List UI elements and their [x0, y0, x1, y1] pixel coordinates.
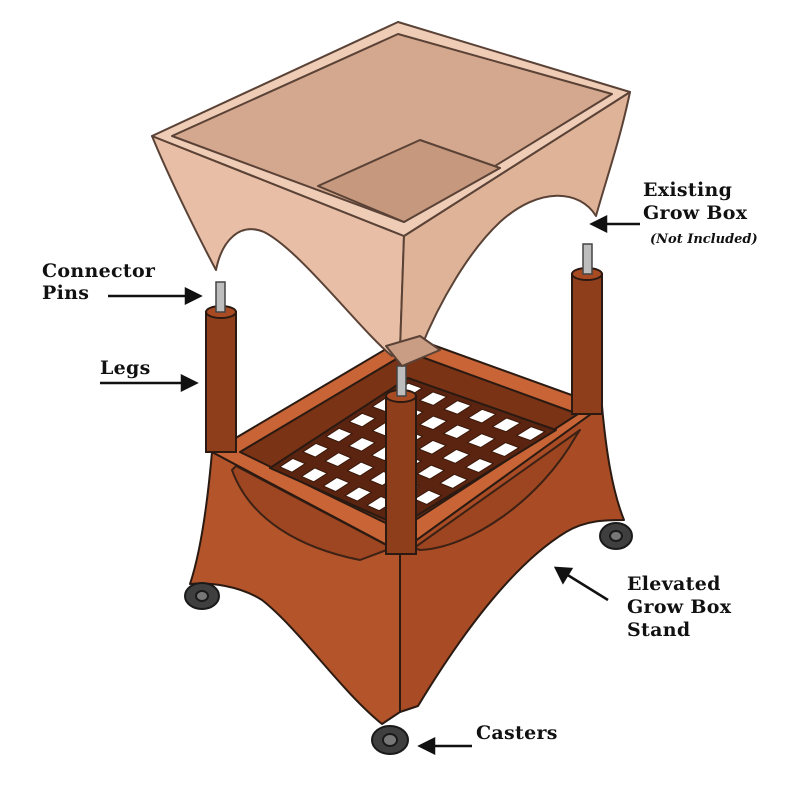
- arrow-connector-pins: [108, 286, 203, 306]
- lattice-hole: [324, 452, 353, 468]
- lattice-hole: [515, 426, 547, 442]
- arrow-existing-grow-box: [589, 214, 640, 234]
- lattice-hole: [464, 457, 495, 474]
- box-left-face: [151, 135, 405, 357]
- lattice-hole: [325, 427, 353, 443]
- lattice-hole: [301, 442, 330, 458]
- lattice-hole: [442, 424, 473, 440]
- casters: [184, 522, 633, 755]
- caster-right: [599, 522, 633, 550]
- label-casters: Casters: [476, 722, 558, 744]
- lattice-hole: [418, 415, 448, 431]
- arrow-casters: [417, 736, 472, 756]
- caster-front: [371, 725, 409, 755]
- lattice-hole: [300, 467, 329, 483]
- lattice-hole: [438, 473, 469, 489]
- box-interior: [171, 33, 613, 223]
- leg-front: [385, 365, 417, 555]
- box-floor: [317, 139, 501, 223]
- lattice-hole: [347, 436, 377, 452]
- label-connector-pins-line2: Pins: [42, 282, 90, 304]
- lattice-hole: [441, 448, 471, 464]
- label-elevated-line2: Grow Box: [627, 596, 732, 618]
- lattice-hole: [417, 439, 448, 455]
- legs: [205, 243, 603, 555]
- lattice-hole: [442, 400, 473, 415]
- caster-left: [184, 582, 220, 610]
- leg-back-right: [571, 243, 603, 415]
- label-existing-line1: Existing: [643, 179, 733, 201]
- stand-left-face: [189, 451, 401, 725]
- lattice-hole: [490, 442, 521, 458]
- lattice-hole: [467, 408, 497, 424]
- label-not-included: (Not Included): [650, 232, 758, 247]
- lattice-hole: [348, 412, 377, 428]
- lattice-hole: [278, 457, 307, 473]
- label-connector-pins-line1: Connector: [42, 260, 156, 282]
- box-right-face: [399, 91, 631, 351]
- label-legs: Legs: [100, 357, 151, 379]
- lattice-hole: [416, 464, 446, 480]
- lattice-hole: [322, 476, 351, 493]
- arrow-elevated-stand: [553, 566, 609, 602]
- lattice-hole: [466, 433, 497, 449]
- label-elevated-line3: Stand: [627, 619, 691, 641]
- stand-right-arch: [413, 429, 581, 551]
- lattice-hole: [418, 391, 448, 406]
- box-foot: [385, 335, 441, 367]
- leg-back-left: [205, 281, 237, 453]
- arrows: [100, 214, 640, 756]
- label-existing-line2: Grow Box: [643, 202, 748, 224]
- label-elevated-line1: Elevated: [627, 573, 721, 595]
- lattice-hole: [413, 489, 443, 505]
- stand-left-arch: [231, 465, 393, 561]
- stand-right-face: [399, 405, 625, 713]
- existing-grow-box: [151, 21, 631, 367]
- lattice-hole: [491, 417, 522, 433]
- arrow-legs: [100, 373, 199, 393]
- lattice-hole: [344, 486, 373, 502]
- lattice-hole: [346, 461, 375, 477]
